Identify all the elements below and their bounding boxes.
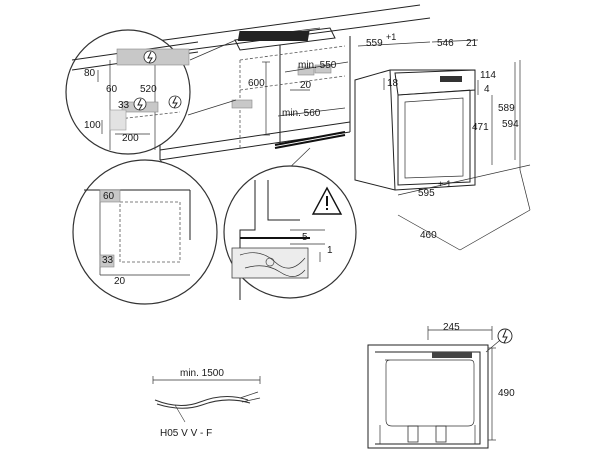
detail-circle-corner: 60 33 20 (72, 159, 218, 305)
dim-460: 460 (420, 230, 437, 241)
dim-33-wall: 33 (118, 100, 130, 111)
dim-60-corner: 60 (103, 191, 115, 202)
plug-icon (143, 50, 157, 64)
dim-559: 559 (366, 38, 383, 49)
dim-60-wall: 60 (106, 84, 118, 95)
dim-559-tolerance: +1 (386, 32, 396, 42)
dim-520: 520 (140, 84, 157, 95)
wood-shelf (231, 247, 309, 279)
dim-21: 21 (466, 38, 478, 49)
warning-triangle-icon (311, 186, 343, 215)
plug-icon (497, 328, 513, 344)
dim-min-560: min. 560 (282, 108, 321, 119)
dim-min-550: min. 550 (298, 60, 337, 71)
dim-80: 80 (84, 68, 96, 79)
dim-4: 4 (484, 84, 490, 95)
dim-490: 490 (498, 388, 515, 399)
plug-icon (168, 95, 182, 109)
dim-245: 245 (443, 322, 460, 333)
plug-icon (133, 97, 147, 111)
callout-line (187, 99, 237, 116)
corner-block (99, 189, 121, 203)
dim-100: 100 (84, 120, 101, 131)
cooktop-hob (237, 31, 310, 41)
dim-471: 471 (472, 122, 489, 133)
dim-18: 18 (387, 78, 399, 89)
socket-block (297, 66, 315, 76)
wall-socket-area (109, 109, 127, 131)
dim-114: 114 (480, 70, 496, 81)
dim-589: 589 (498, 103, 515, 114)
dim-546: 546 (437, 38, 454, 49)
dim-200: 200 (122, 133, 139, 144)
dim-min-1500: min. 1500 (180, 368, 224, 379)
cabinet-perspective: min. 550 20 min. 560 600 (149, 4, 431, 161)
dim-595-tolerance: +-1 (438, 179, 451, 189)
oven-rear-view: 245 490 (367, 322, 515, 449)
oven-display (440, 76, 462, 82)
callout-line (189, 39, 237, 61)
corner-block (99, 254, 115, 268)
rear-connector (432, 352, 472, 358)
socket-block (314, 64, 332, 74)
dim-20-corner: 20 (114, 276, 126, 287)
cable-drawing: min. 1500 H05 V V - F (152, 368, 261, 439)
dim-20-top: 20 (300, 80, 312, 91)
cable-type-label: H05 V V - F (160, 428, 212, 439)
dim-594: 594 (502, 119, 519, 130)
oven-drawing: 559 +1 546 21 18 114 4 471 589 594 595 +… (354, 32, 531, 251)
dim-600: 600 (248, 78, 265, 89)
socket-block (231, 99, 253, 109)
dim-5: 5 (302, 232, 308, 243)
detail-circle-shelf: 5 1 (223, 165, 357, 300)
detail-circle-wall: 80 60 520 33 100 200 (65, 29, 199, 155)
dim-595: 595 (418, 188, 435, 199)
dim-1: 1 (327, 245, 333, 256)
dim-33-corner: 33 (102, 255, 114, 266)
